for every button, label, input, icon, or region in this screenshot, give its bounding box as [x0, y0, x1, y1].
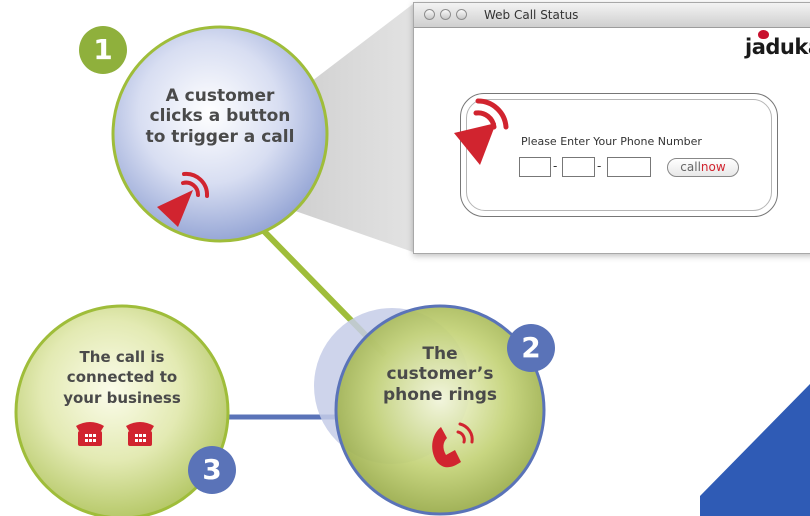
desk-phone-icon [126, 422, 154, 446]
step-3-number: 3 [202, 453, 222, 486]
separator: - [553, 159, 558, 173]
step-2-text: The customer’s phone rings [340, 344, 540, 405]
logo-mark-icon [758, 30, 769, 39]
web-call-status-window: Web Call Status jaduka Please Enter Your… [413, 2, 810, 254]
step-2-line: The [422, 344, 458, 364]
call-now-button[interactable]: callnow [667, 158, 739, 177]
window-close-icon[interactable] [424, 9, 435, 20]
step-2-line: phone rings [382, 384, 498, 405]
step-3-badge [188, 446, 236, 494]
step-3-line: connected to [66, 368, 178, 387]
step-3-text: The call is connected to your business [22, 347, 222, 408]
step-2-number: 2 [521, 331, 541, 364]
separator: - [597, 159, 602, 173]
call-widget-inner-border [466, 99, 772, 211]
phone-prompt: Please Enter Your Phone Number [521, 135, 702, 148]
window-zoom-icon[interactable] [456, 9, 467, 20]
line-number-input[interactable] [607, 157, 651, 177]
phone-handset-icon [432, 422, 474, 468]
step-1-text: A customer clicks a button to trigger a … [120, 86, 320, 147]
step-1-line: clicks a button [149, 106, 291, 127]
step-1-badge [79, 26, 127, 74]
signal-waves-icon [181, 171, 210, 198]
step-1-line: A customer [165, 86, 275, 106]
step-2-line: customer’s [386, 364, 494, 385]
area-code-input[interactable] [519, 157, 551, 177]
step-2-badge [507, 324, 555, 372]
window-titlebar: Web Call Status [414, 3, 810, 28]
call-now-label-call: call [680, 160, 701, 174]
step-3-line: your business [63, 388, 181, 407]
step-1-number: 1 [93, 33, 113, 66]
call-widget [460, 93, 778, 217]
step-1-circle [111, 25, 329, 243]
window-minimize-icon[interactable] [440, 9, 451, 20]
step-1-line: to trigger a call [145, 126, 295, 147]
step-3-circle [14, 304, 230, 516]
widget-cursor-signal-icon [454, 98, 509, 165]
brand-logo: jaduka [745, 35, 810, 59]
corner-decoration [700, 384, 810, 516]
window-title: Web Call Status [484, 8, 579, 22]
call-now-label-now: now [700, 160, 726, 174]
step-3-line: The call is [79, 348, 165, 366]
step-2-circle [334, 304, 546, 516]
prefix-input[interactable] [562, 157, 595, 177]
cursor-arrow-icon [157, 190, 193, 227]
desk-phone-icon [76, 422, 104, 446]
